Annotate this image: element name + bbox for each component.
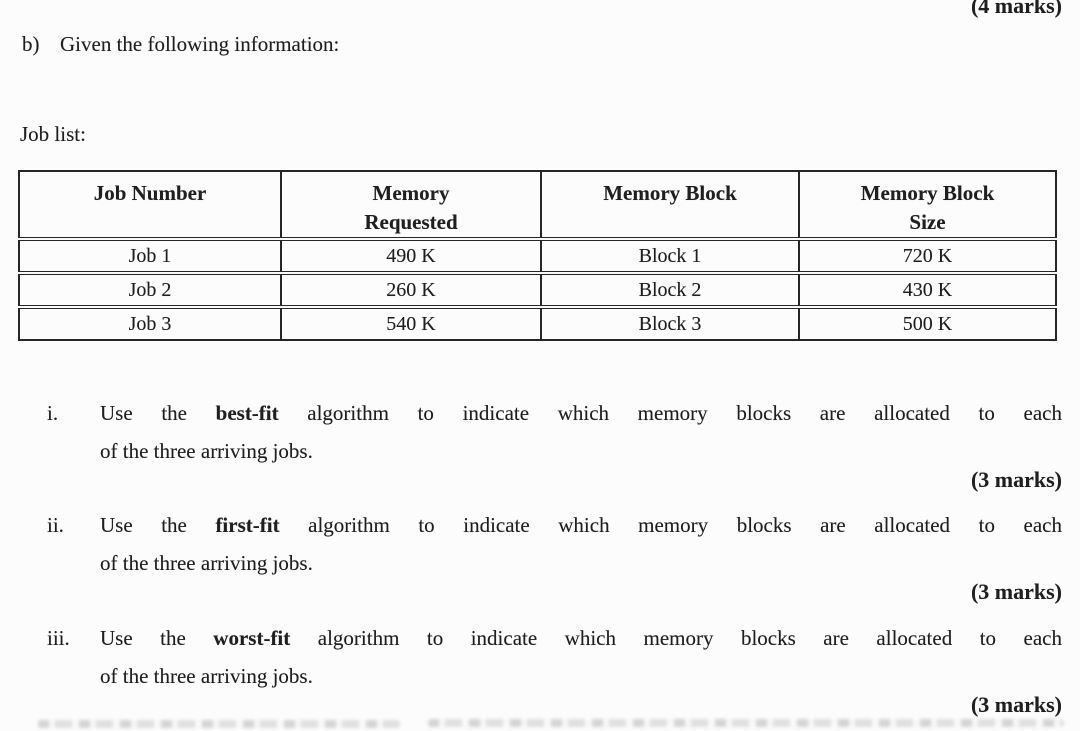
algorithm-name: worst-fit [213,626,291,650]
header-line: Memory Block [860,181,995,205]
question-text-block: Use the worst-fit algorithm to indicate … [100,619,1062,695]
question-text: of the three arriving jobs. [100,439,313,463]
question-text: Use the [100,513,216,537]
cell-memory-block-size: 720 K [798,238,1057,275]
table-row: Job 1 490 K Block 1 720 K [18,238,1057,275]
algorithm-name: best-fit [215,401,279,425]
table-row: Job 3 540 K Block 3 500 K [18,306,1057,341]
col-header-job-number: Job Number [18,170,282,241]
marks-label: (3 marks) [970,467,1062,492]
job-table: Job Number Memory Requested Memory Block… [18,170,1057,341]
section-b-line: b) Given the following information: [22,32,339,57]
question-numeral: i. [47,401,59,425]
col-header-memory-requested: Memory Requested [280,170,542,241]
question-numeral: iii. [47,626,70,650]
section-b-label: b) [22,32,40,56]
question-numeral: ii. [47,513,64,537]
question-text-block: Use the first-fit algorithm to indicate … [100,506,1062,582]
marks-label: (3 marks) [970,579,1062,604]
job-list-label: Job list: [20,122,86,146]
header-line: Memory [372,181,450,205]
question-text: algorithm to indicate which memory block… [279,513,1062,537]
cell-memory-requested: 540 K [280,306,542,341]
header-line: Memory Block [603,181,737,205]
cell-memory-requested: 490 K [280,238,542,275]
col-header-memory-block-size: Memory Block Size [798,170,1057,241]
table-row: Job 2 260 K Block 2 430 K [18,272,1057,309]
cell-memory-block: Block 3 [540,306,800,341]
header-line: Size [909,210,946,234]
job-table-container: Job Number Memory Requested Memory Block… [18,170,1057,341]
question-item-first-fit: ii. Use the first-fit algorithm to indic… [0,506,1062,604]
cell-memory-block: Block 1 [540,238,800,275]
header-line: Job Number [93,181,207,205]
question-item-worst-fit: iii. Use the worst-fit algorithm to indi… [0,619,1062,717]
question-text: algorithm to indicate which memory block… [290,626,1062,650]
cell-memory-block-size: 500 K [798,306,1057,341]
question-text-block: Use the best-fit algorithm to indicate w… [100,394,1062,470]
header-line: Requested [364,210,458,234]
cell-memory-block: Block 2 [540,272,800,309]
question-text: of the three arriving jobs. [100,664,313,688]
question-text: Use the [100,401,216,425]
question-text: algorithm to indicate which memory block… [278,401,1062,425]
question-item-best-fit: i. Use the best-fit algorithm to indicat… [0,394,1062,492]
marks-label: (3 marks) [970,692,1062,717]
cell-job-number: Job 3 [18,306,282,341]
table-header-row: Job Number Memory Requested Memory Block… [18,170,1057,241]
cell-memory-requested: 260 K [280,272,542,309]
col-header-memory-block: Memory Block [540,170,800,241]
cell-memory-block-size: 430 K [798,272,1057,309]
algorithm-name: first-fit [215,513,280,537]
cell-job-number: Job 1 [18,238,282,275]
cutoff-text-smudge [428,719,1064,727]
question-text: of the three arriving jobs. [100,551,313,575]
cutoff-text-smudge [38,720,400,728]
cell-job-number: Job 2 [18,272,282,309]
section-b-text: Given the following information: [60,32,340,56]
marks-label-top: (4 marks) [970,0,1062,18]
question-text: Use the [100,626,214,650]
